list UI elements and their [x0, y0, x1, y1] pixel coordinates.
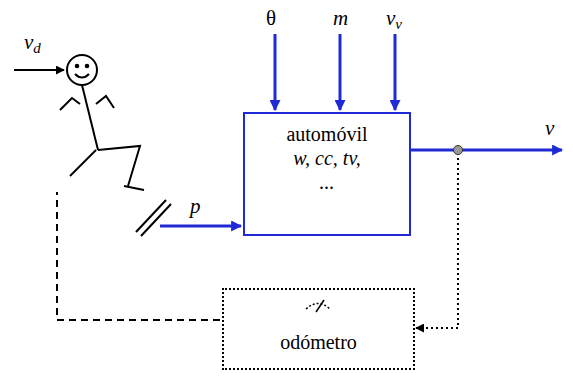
signal-label: v [545, 116, 554, 140]
feedback-line [57, 192, 220, 320]
signal-label: vd [24, 30, 41, 54]
box-body: w, cc, tv, ... [291, 146, 363, 194]
box-title: odómetro [230, 330, 407, 354]
signal-label: vv [386, 6, 402, 30]
reference-arrow [14, 69, 64, 71]
signal-label: m [333, 6, 348, 30]
signal-label: p [190, 194, 201, 218]
measurement-line [411, 150, 458, 328]
signal-label: θ [266, 6, 276, 30]
input-arrows [160, 34, 562, 226]
sensor-box: odómetro [222, 288, 415, 370]
process-box: automóvilw, cc, tv, ... [243, 112, 411, 236]
gauge-symbol [306, 300, 330, 312]
box-title: automóvil [251, 122, 403, 146]
driver-figure [60, 55, 171, 236]
pickoff-dot [454, 146, 463, 155]
